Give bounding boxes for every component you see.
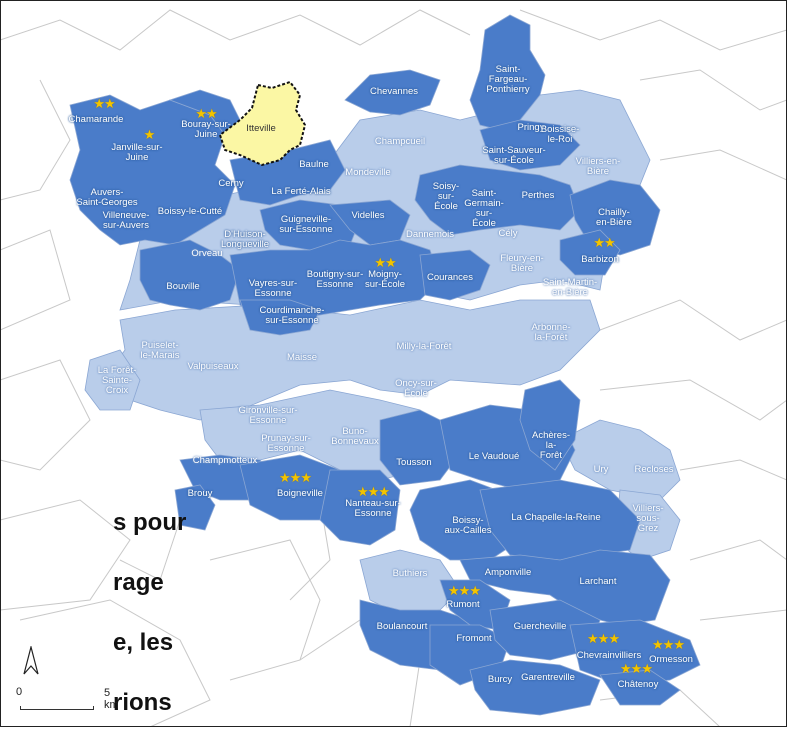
star-rating-ormesson: ★★★ bbox=[652, 637, 685, 652]
label-boissy-le-cutte: Boissy-le-Cutté bbox=[157, 206, 223, 217]
scale-bar-line bbox=[20, 706, 94, 710]
label-champcueil: Champcueil bbox=[374, 136, 426, 147]
legend-overlay-text: s pour rage e, les rions bbox=[113, 478, 186, 748]
label-valpuiseaux: Valpuiseaux bbox=[187, 361, 239, 372]
label-saint-germain: Saint- Germain- sur- École bbox=[464, 188, 504, 229]
label-rumont: Rumont bbox=[446, 599, 480, 610]
label-tousson: Tousson bbox=[396, 457, 432, 468]
label-burcy: Burcy bbox=[487, 674, 513, 685]
star-rating-rumont: ★★★ bbox=[448, 583, 481, 598]
label-vayres: Vayres-sur- Essonne bbox=[248, 278, 298, 299]
label-courances: Courances bbox=[427, 272, 473, 283]
label-oncy: Oncy-sur- École bbox=[395, 378, 437, 399]
label-gironville: Gironville-sur- Essonne bbox=[238, 405, 298, 426]
label-orveau: Orveau bbox=[191, 248, 223, 259]
label-acheres: Achères- la- Forêt bbox=[531, 430, 571, 461]
label-larchant: Larchant bbox=[579, 576, 617, 587]
star-rating-chatenoy: ★★★ bbox=[620, 661, 653, 676]
label-boulancourt: Boulancourt bbox=[376, 621, 428, 632]
label-saint-martin: Saint-Martin- en-Bière bbox=[542, 277, 598, 298]
label-chapelle-la-reine: La Chapelle-la-Reine bbox=[511, 512, 601, 523]
legend-overlay-line-2: rage bbox=[113, 569, 164, 596]
label-arbonne: Arbonne- la-Forêt bbox=[531, 322, 571, 343]
scale-bar: 0 5 km bbox=[16, 684, 126, 714]
star-rating-barbizon: ★★ bbox=[593, 235, 615, 250]
label-boissise: Boissise- le-Roi bbox=[540, 124, 580, 145]
north-arrow-icon bbox=[23, 646, 39, 675]
label-buno: Buno- Bonnevaux bbox=[331, 426, 379, 447]
label-dhuison: D'Huison- Longueville bbox=[220, 229, 270, 250]
label-fromont: Fromont bbox=[456, 633, 492, 644]
label-puiselet: Puiselet- le-Marais bbox=[140, 340, 180, 361]
label-foret-sainte-croix: La Forêt- Sainte- Croix bbox=[97, 365, 137, 396]
label-ury: Ury bbox=[593, 464, 609, 475]
label-chamarande: Chamarande bbox=[68, 114, 124, 125]
scale-start-label: 0 bbox=[16, 686, 23, 698]
label-dannemois: Dannemois bbox=[405, 229, 455, 240]
label-brouy: Brouy bbox=[187, 488, 213, 499]
star-rating-bouray: ★★ bbox=[195, 106, 217, 121]
star-rating-moigny: ★★ bbox=[374, 255, 396, 270]
label-courdimanche: Courdimanche- sur-Essonne bbox=[259, 305, 325, 326]
legend-overlay-line-3: e, les bbox=[113, 629, 174, 656]
label-itteville: Itteville bbox=[246, 123, 276, 134]
label-villiers-en-biere: Villiers-en- Bière bbox=[575, 156, 621, 177]
label-buthiers: Buthiers bbox=[392, 568, 428, 579]
label-bouville: Bouville bbox=[166, 281, 200, 292]
label-moigny: Moigny- sur-École bbox=[364, 269, 406, 290]
label-milly: Milly-la-Forêt bbox=[396, 341, 452, 352]
commune-shapes bbox=[69, 14, 701, 716]
label-guercheville: Guercheville bbox=[513, 621, 567, 632]
label-soisy: Soisy- sur- École bbox=[432, 181, 460, 212]
label-vaudoue: Le Vaudoué bbox=[468, 451, 520, 462]
map-svg bbox=[0, 9, 787, 728]
label-prunay: Prunay-sur- Essonne bbox=[261, 433, 311, 454]
background-boundaries bbox=[0, 9, 787, 728]
star-rating-chamarande: ★★ bbox=[93, 96, 115, 111]
label-maisse: Maisse bbox=[286, 352, 318, 363]
map-canvas[interactable]: Saint- Fargeau- Ponthierry Chevannes Cha… bbox=[0, 0, 787, 728]
itteville-highlight bbox=[218, 80, 307, 167]
label-chatenoy: Châtenoy bbox=[617, 679, 659, 690]
scale-end-label: 5 km bbox=[104, 687, 119, 711]
legend-overlay-line-1: s pour bbox=[113, 509, 187, 536]
label-chevannes: Chevannes bbox=[369, 86, 419, 97]
label-mondeville: Mondeville bbox=[345, 167, 391, 178]
label-chevrainvilliers: Chevrainvilliers bbox=[576, 650, 642, 661]
label-boutigny: Boutigny-sur- Essonne bbox=[306, 269, 364, 290]
star-rating-nanteau: ★★★ bbox=[357, 484, 390, 499]
label-cely: Cély bbox=[498, 228, 518, 239]
label-champmotteux: Champmotteux bbox=[192, 455, 258, 466]
label-ferte-alais: La Ferté-Alais bbox=[271, 186, 331, 197]
label-bouray: Bouray-sur- Juine bbox=[181, 119, 231, 140]
label-perthes: Perthes bbox=[521, 190, 555, 201]
label-videlles: Videlles bbox=[351, 210, 385, 221]
label-amponville: Amponville bbox=[484, 567, 532, 578]
star-rating-boigneville: ★★★ bbox=[279, 470, 312, 485]
label-garentreville: Garentreville bbox=[521, 672, 575, 683]
label-boigneville: Boigneville bbox=[277, 488, 323, 499]
label-pringy: Pringy bbox=[517, 122, 545, 133]
label-janville: Janville-sur- Juine bbox=[111, 142, 163, 163]
label-villiers-sous-grez: Villiers- sous- Grez bbox=[632, 503, 664, 534]
label-nanteau: Nanteau-sur- Essonne bbox=[345, 498, 401, 519]
label-auvers: Auvers- Saint-Georges bbox=[76, 187, 138, 208]
label-boissy-aux-cailles: Boissy- aux-Cailles bbox=[444, 515, 492, 536]
label-villeneuve: Villeneuve- sur-Auvers bbox=[102, 210, 150, 231]
label-saint-fargeau: Saint- Fargeau- Ponthierry bbox=[486, 64, 530, 95]
star-rating-chevrainvilliers: ★★★ bbox=[587, 631, 620, 646]
label-baulne: Baulne bbox=[299, 159, 329, 170]
label-saint-sauveur: Saint-Sauveur- sur-École bbox=[482, 145, 546, 166]
legend-overlay-line-4: rions bbox=[113, 689, 172, 716]
star-rating-janville: ★ bbox=[143, 127, 156, 142]
label-chailly: Chailly- en-Bière bbox=[596, 207, 632, 228]
label-ormesson: Ormesson bbox=[649, 654, 693, 665]
label-guigneville: Guigneville- sur-Essonne bbox=[279, 214, 333, 235]
label-fleury: Fleury-en- Bière bbox=[500, 253, 544, 274]
label-barbizon: Barbizon bbox=[581, 254, 619, 265]
label-recloses: Recloses bbox=[634, 464, 674, 475]
label-cerny: Cerny bbox=[218, 178, 244, 189]
